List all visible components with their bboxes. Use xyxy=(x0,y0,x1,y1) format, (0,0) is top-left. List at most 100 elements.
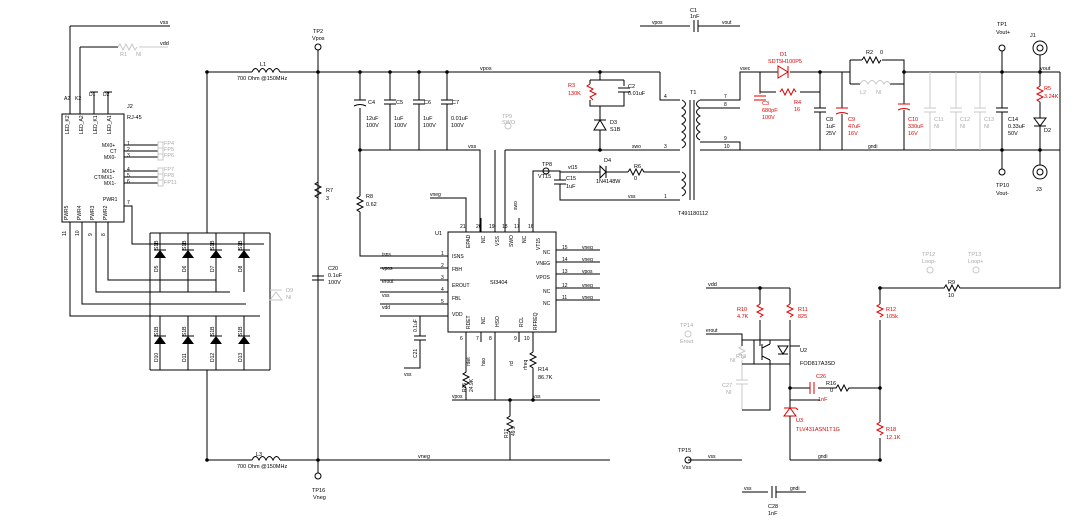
u2-ref: U2 xyxy=(800,348,807,354)
tp16: TP16 Vneg xyxy=(312,460,326,501)
transformer-t1: T1 T491180112 4 3 1 7 8 9 10 xyxy=(664,71,1060,217)
junction-dots xyxy=(205,70,1042,462)
c5-voltage: 100V xyxy=(394,123,407,129)
u1-pin-2: 2 xyxy=(441,263,444,269)
c5-value: 1uF xyxy=(394,116,404,122)
net-erout-opto: erout xyxy=(706,328,718,334)
r17: R17 49.9 xyxy=(504,400,517,460)
net-gndi-c28: gndi xyxy=(790,486,799,492)
j2-num-9: 9 xyxy=(88,233,94,236)
tp12-label: Loop- xyxy=(922,259,936,265)
bridge-top-part-3: S1B xyxy=(210,240,216,250)
tp16-label: Vneg xyxy=(313,495,326,501)
j2-num-7: 7 xyxy=(127,200,130,206)
j2-num-10: 10 xyxy=(75,230,81,236)
u1-net-vss: vss xyxy=(382,293,390,299)
j1-ref: J1 xyxy=(1030,33,1036,39)
net-vdd-top: vdd xyxy=(160,41,169,47)
bridge-bot-part-4: S1B xyxy=(238,326,244,336)
j2-side-pins: MX0+ CT MX0- MX1+ CT/MX1- MX1- 1 2 3 4 5… xyxy=(94,141,177,187)
net-vt15: vt15 xyxy=(568,165,578,171)
u1-pin-epad: EPAD xyxy=(466,234,472,248)
fp11: FP11 xyxy=(164,180,177,186)
c28: vss gndi C28 1nF xyxy=(742,486,806,517)
bridge-rectifier: S1B S1B S1B S1B D5 D6 D7 D8 S1B S1B S1B … xyxy=(149,72,293,460)
u1-net-vdd: vdd xyxy=(382,305,390,311)
l1-value: 700 Ohm @150MHz xyxy=(237,76,287,82)
r5-ref: R5 xyxy=(1044,86,1051,92)
c6-voltage: 100V xyxy=(423,123,436,129)
u1-rnet-2: vneg xyxy=(582,257,593,263)
c8-voltage: 25V xyxy=(826,131,836,137)
c3-value: 680pF xyxy=(762,108,778,114)
c20-value: 0.1uF xyxy=(328,273,343,279)
u1-pin-19: 19 xyxy=(489,224,495,230)
d1-ref: D1 xyxy=(780,52,787,58)
u1-pin-rcl: RCL xyxy=(519,317,525,327)
net-gndi: gndi xyxy=(868,144,877,150)
net-vneg-bottom: vneg xyxy=(418,454,430,460)
j2-num-1: 1 xyxy=(127,141,130,147)
c5-ref: C5 xyxy=(396,100,403,106)
d4: D4 1N4148W R6 0 xyxy=(590,158,680,185)
c7-voltage: 100V xyxy=(451,123,464,129)
c6-value: 1uF xyxy=(423,116,433,122)
bridge-bot-part-2: S1B xyxy=(182,326,188,336)
bridge-bot-part-1: S1B xyxy=(154,326,160,336)
u1-pin-16: 16 xyxy=(528,224,534,230)
snubber: R3 130K C2 0.01uF D3 S1B swo xyxy=(505,72,680,151)
u1-pin-6: 6 xyxy=(460,336,463,342)
d3-value: S1B xyxy=(610,127,621,133)
j2-num-11: 11 xyxy=(62,231,68,236)
u1-net-vpos: vpos xyxy=(382,266,393,272)
fp5: FP5 xyxy=(164,147,174,153)
j2-top-pin-3: LED_K1 xyxy=(93,115,99,134)
c9-ref: C9 xyxy=(848,117,855,123)
u1-pin-vneg: VNEG xyxy=(536,261,550,267)
d3-ref: D3 xyxy=(610,120,617,126)
u1-pin-21: 21 xyxy=(460,224,466,230)
net-vss-mid: vss xyxy=(468,144,477,150)
l3-ref: L3 xyxy=(256,452,262,458)
d4-value: 1N4148W xyxy=(596,179,621,185)
r17-ref: R17 xyxy=(504,429,510,438)
bridge-d10: D10 xyxy=(154,353,160,362)
c8-value: 1uF xyxy=(826,124,836,130)
j2-num-2: 2 xyxy=(127,147,130,153)
vt15-net: vt15 C15 1uF vss xyxy=(532,165,680,201)
r14-ref: R14 xyxy=(538,367,548,373)
j2-side-2: CT xyxy=(110,149,117,155)
j2-side-1: MX0+ xyxy=(102,143,115,149)
bridge-top-part-4: S1B xyxy=(238,240,244,250)
r17-value: 49.9 xyxy=(511,426,517,436)
u1-pin-9: 9 xyxy=(514,336,517,342)
r15-ref: R15 xyxy=(462,383,468,392)
tp1-label: Vout+ xyxy=(996,30,1010,36)
tp10-ref: TP10 xyxy=(996,183,1009,189)
j2-pwr3: PWR3 xyxy=(90,205,96,220)
u1-rnet-5: vneg xyxy=(582,295,593,301)
j2-num-8: 8 xyxy=(101,233,107,236)
c12-ref: C12 xyxy=(960,117,970,123)
d9-ref: D9 xyxy=(286,288,293,294)
u1-net-vpos-low: vpos xyxy=(452,394,463,400)
d2-ref: D2 xyxy=(1044,128,1051,134)
u1-pin-20: 20 xyxy=(476,224,482,230)
c10-ref: C10 xyxy=(908,117,918,123)
r7-ref: R7 xyxy=(326,188,333,194)
c9-value: 47uF xyxy=(848,124,861,130)
tp2-ref: TP2 xyxy=(313,29,323,35)
t1-pin-8: 8 xyxy=(724,102,727,108)
net-vss-c28: vss xyxy=(744,486,752,492)
j2-pin-k1: D1 xyxy=(89,92,96,98)
c3-ref: C3 xyxy=(762,101,769,107)
r4-value: 16 xyxy=(794,107,800,113)
r5-value: 3.24K xyxy=(1044,94,1059,100)
u1-pin-14: 14 xyxy=(562,257,568,263)
net-vss-top: vss xyxy=(160,20,169,26)
r16-value: 0 xyxy=(830,388,833,394)
r8-value: 0.62 xyxy=(366,202,377,208)
t1-pin-3: 3 xyxy=(664,144,667,150)
d9-value: NI xyxy=(286,295,292,301)
u1-pin-fbl: FBL xyxy=(452,296,461,302)
